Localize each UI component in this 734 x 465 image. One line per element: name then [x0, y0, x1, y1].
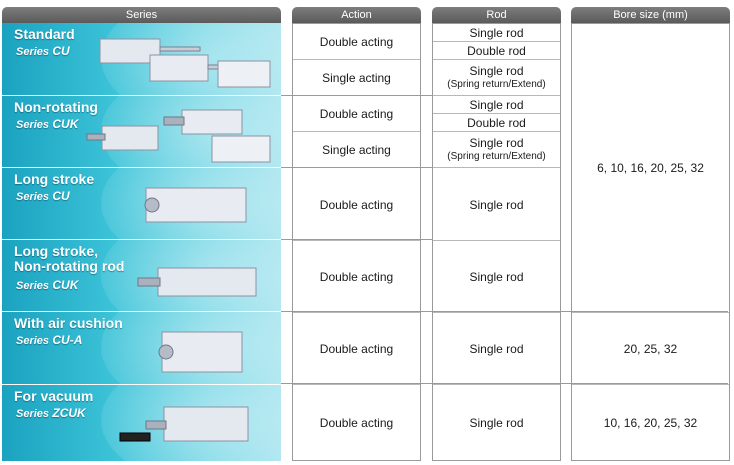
series-code: Series CU	[16, 189, 70, 203]
series-panel-vacuum: For vacuum Series ZCUK	[2, 385, 281, 461]
series-code: Series CU	[16, 44, 70, 58]
bore-cell: 6, 10, 16, 20, 25, 32	[597, 161, 704, 175]
series-code: Series CUK	[16, 117, 79, 131]
series-code: Series ZCUK	[16, 406, 86, 420]
action-cell: Double acting	[293, 167, 420, 241]
rod-header: Rod	[432, 7, 561, 23]
action-grid: Double acting Single acting Double actin…	[292, 23, 421, 461]
rod-cell: Single rod(Spring return/Extend)	[433, 131, 560, 168]
action-cell: Double acting	[293, 384, 420, 461]
rod-cell: Double rod	[433, 41, 560, 60]
action-cell: Double acting	[293, 240, 420, 313]
row-divider	[281, 167, 432, 168]
series-panel-non-rotating: Non-rotating Series CUK	[2, 96, 281, 167]
rod-grid: Single rod Double rod Single rod(Spring …	[432, 23, 561, 461]
series-panel-long-stroke: Long stroke Series CU	[2, 168, 281, 239]
row-divider	[281, 95, 432, 96]
rod-cell: Single rod(Spring return/Extend)	[433, 59, 560, 96]
series-title: Non-rotating	[14, 99, 98, 115]
bore-header: Bore size (mm)	[571, 7, 730, 23]
row-divider	[281, 383, 728, 384]
action-cell: Single acting	[293, 131, 420, 168]
bore-grid: 6, 10, 16, 20, 25, 32 20, 25, 32 10, 16,…	[571, 23, 730, 461]
cylinder-image	[99, 38, 271, 88]
series-title: With air cushion	[14, 315, 123, 331]
action-cell: Double acting	[293, 95, 420, 132]
rod-cell: Single rod	[433, 312, 560, 385]
row-divider	[281, 311, 728, 312]
cylinder-image	[86, 109, 271, 163]
rod-cell: Single rod	[433, 384, 560, 461]
series-panel-air-cushion: With air cushion Series CU-A	[2, 312, 281, 384]
cylinder-image	[137, 267, 257, 297]
cylinder-image	[144, 187, 247, 223]
rod-cell: Single rod	[433, 167, 560, 241]
rod-cell: Single rod	[433, 95, 560, 114]
action-cell: Double acting	[319, 34, 394, 49]
rod-cell: Single rod	[469, 25, 524, 40]
rod-cell: Single rod	[433, 240, 560, 313]
cylinder-image	[119, 406, 249, 442]
row-divider	[281, 239, 432, 240]
series-title: Long stroke,Non-rotating rod	[14, 243, 125, 274]
series-code: Series CUK	[16, 278, 79, 292]
series-title: Long stroke	[14, 171, 95, 187]
bore-cell: 10, 16, 20, 25, 32	[572, 384, 729, 461]
series-title: For vacuum	[14, 388, 94, 404]
series-code: Series CU-A	[16, 333, 83, 347]
action-cell: Double acting	[293, 312, 420, 385]
action-header: Action	[292, 7, 421, 23]
cylinder-image	[158, 331, 243, 373]
series-header: Series	[2, 7, 281, 23]
action-cell: Single acting	[293, 59, 420, 96]
series-panel-standard: Standard Series CU	[2, 23, 281, 95]
series-title: Standard	[14, 26, 75, 42]
series-panel-long-stroke-non-rotating: Long stroke,Non-rotating rod Series CUK	[2, 240, 281, 311]
bore-cell: 20, 25, 32	[572, 312, 729, 385]
rod-cell: Double rod	[433, 113, 560, 132]
